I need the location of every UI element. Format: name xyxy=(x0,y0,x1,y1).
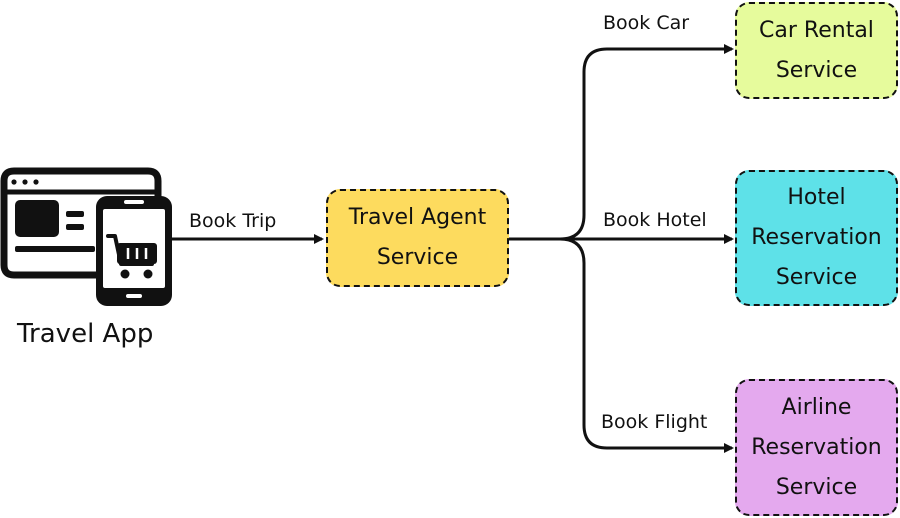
hotel-reservation-service-node: Hotel Reservation Service xyxy=(735,170,898,306)
node-label-line: Service xyxy=(775,265,858,290)
edge-label-book-car: Book Car xyxy=(603,12,690,34)
travel-app-icon xyxy=(0,167,172,306)
node-label-line: Travel Agent xyxy=(348,205,487,230)
node-label-line: Reservation xyxy=(751,434,882,460)
car-rental-service-node: Car Rental Service xyxy=(735,2,898,99)
edge-label-book-hotel: Book Hotel xyxy=(603,209,707,231)
node-label-line: Service xyxy=(775,474,858,500)
shopping-cart-icon xyxy=(106,234,157,279)
airline-reservation-service-node: Airline Reservation Service xyxy=(735,379,898,516)
edge-label-book-flight: Book Flight xyxy=(601,411,708,433)
travel-agent-service-node: Travel Agent Service xyxy=(326,189,509,287)
edge-book-flight xyxy=(559,237,734,453)
travel-app-caption: Travel App xyxy=(17,319,154,349)
node-label-line: Service xyxy=(376,245,459,270)
node-label-line: Airline xyxy=(781,394,852,420)
node-label-line: Car Rental xyxy=(759,17,874,43)
browser-window-icon xyxy=(0,167,162,279)
node-label-line: Reservation xyxy=(751,225,882,250)
node-label-line: Service xyxy=(775,57,858,83)
edge-label-book-trip: Book Trip xyxy=(189,210,277,232)
node-label-line: Hotel xyxy=(787,185,846,210)
